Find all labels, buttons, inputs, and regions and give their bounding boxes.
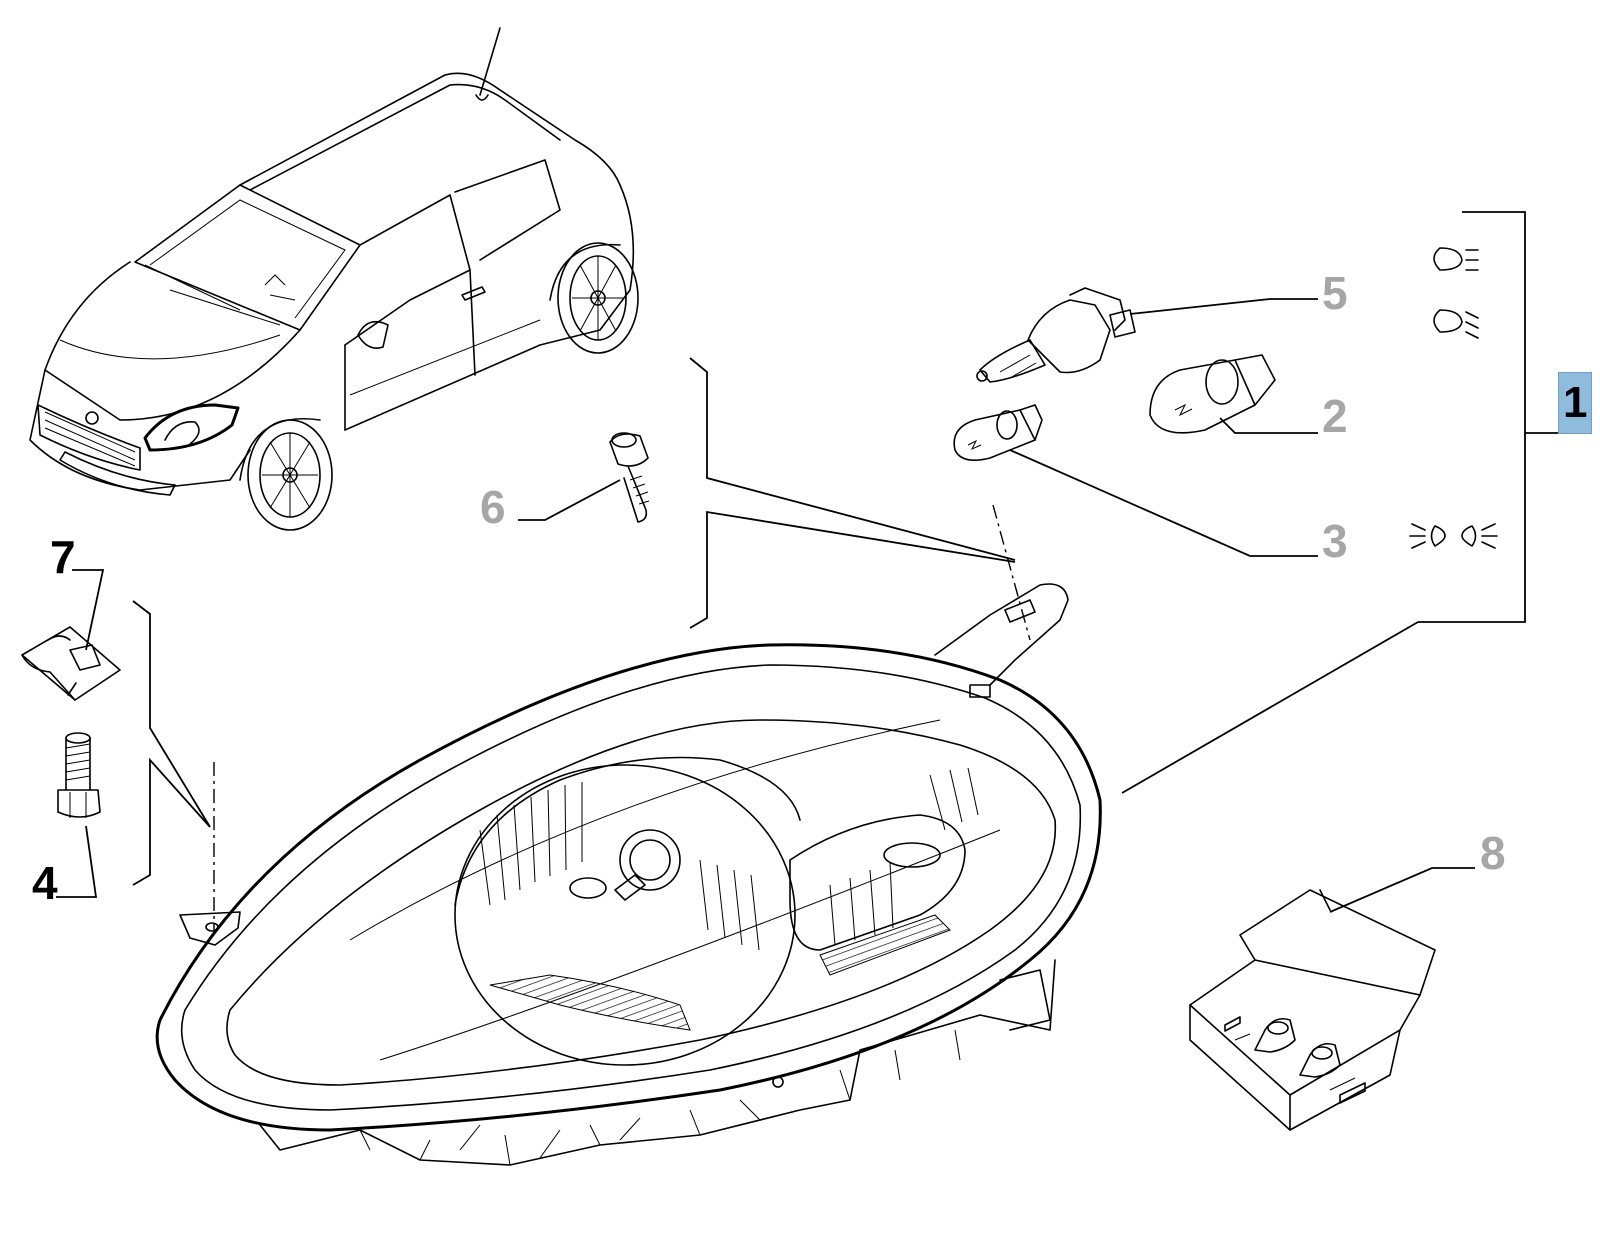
callout-5[interactable]: 5 [1322,267,1348,319]
callout-1[interactable]: 1 [1558,372,1593,434]
wedge-bulb-large [1149,354,1276,434]
wedge-bulb-small [953,404,1043,461]
leader-lines [56,211,1570,913]
callout-3[interactable]: 3 [1322,515,1348,567]
low-beam-symbol-icon [1433,247,1479,271]
side-light-symbol-icon [1409,523,1498,549]
bolt-4 [57,732,101,818]
bulb-kit-box [1189,889,1436,1131]
screw-6 [609,432,650,523]
callout-2[interactable]: 2 [1322,390,1348,442]
callout-4[interactable]: 4 [32,857,58,909]
clip-7 [21,626,121,701]
callout-8[interactable]: 8 [1480,827,1506,879]
high-beam-symbol-icon [1433,309,1479,339]
halogen-bulb [976,287,1136,383]
headlamp-assembly [155,583,1102,1166]
callout-6[interactable]: 6 [480,481,506,533]
axis-line-top [992,504,1031,641]
callout-7[interactable]: 7 [50,531,76,583]
car-illustration [29,27,639,531]
